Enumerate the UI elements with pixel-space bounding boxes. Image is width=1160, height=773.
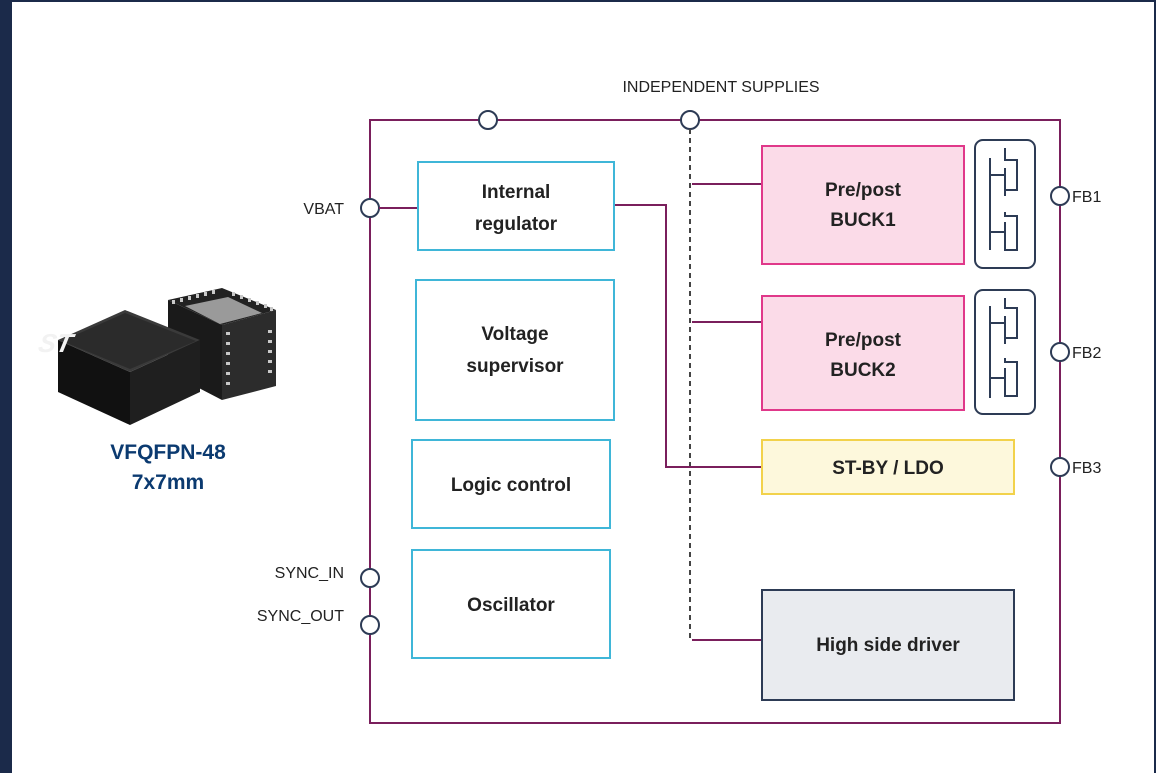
left-frame-bar: [0, 0, 10, 773]
vbat-pin: [360, 198, 380, 218]
chip-outline: [369, 119, 1061, 724]
voltage-supervisor-block: [415, 279, 615, 421]
oscillator-label: Oscillator: [467, 595, 555, 616]
package-size: 7x7mm: [132, 471, 204, 494]
voltage-supervisor-line2: supervisor: [466, 356, 564, 377]
mosfet-icon-buck2: [974, 289, 1036, 415]
sync-in-label: SYNC_IN: [275, 565, 344, 582]
internal-regulator-block: [417, 161, 615, 251]
buck2-line2: BUCK2: [830, 360, 895, 381]
stby-ldo-block: [761, 439, 1015, 495]
fb3-pin: [1050, 457, 1070, 477]
fb1-label: FB1: [1072, 189, 1101, 206]
buck2-block: [761, 295, 965, 411]
buck1-line2: BUCK1: [830, 210, 896, 231]
independent-supplies-label: INDEPENDENT SUPPLIES: [622, 79, 819, 96]
supply-pin-1: [478, 110, 498, 130]
buck2-line1: Pre/post: [825, 330, 902, 351]
chip-top-view: [58, 310, 200, 425]
high-side-driver-label: High side driver: [816, 635, 960, 656]
supply-pin-2: [680, 110, 700, 130]
high-side-driver-block: [761, 589, 1015, 701]
buck1-line1: Pre/post: [825, 180, 902, 201]
fb1-pin: [1050, 186, 1070, 206]
package-name: VFQFPN-48: [110, 441, 226, 464]
chip-package-image: ST: [36, 288, 276, 425]
sync-out-label: SYNC_OUT: [257, 608, 344, 625]
sync-out-pin: [360, 615, 380, 635]
page-frame: [10, 0, 1156, 773]
fb3-label: FB3: [1072, 460, 1101, 477]
mosfet-icon-buck1: [974, 139, 1036, 269]
fb2-pin: [1050, 342, 1070, 362]
internal-regulator-line2: regulator: [475, 214, 558, 235]
logic-control-label: Logic control: [451, 475, 571, 496]
buck1-block: [761, 145, 965, 265]
regulator-to-ldo-wire: [614, 204, 762, 468]
fb2-label: FB2: [1072, 345, 1101, 362]
sync-in-pin: [360, 568, 380, 588]
vbat-label: VBAT: [303, 201, 344, 218]
stby-ldo-label: ST-BY / LDO: [832, 458, 944, 479]
logic-control-block: [411, 439, 611, 529]
internal-regulator-line1: Internal: [482, 182, 551, 203]
oscillator-block: [411, 549, 611, 659]
voltage-supervisor-line1: Voltage: [481, 324, 548, 345]
